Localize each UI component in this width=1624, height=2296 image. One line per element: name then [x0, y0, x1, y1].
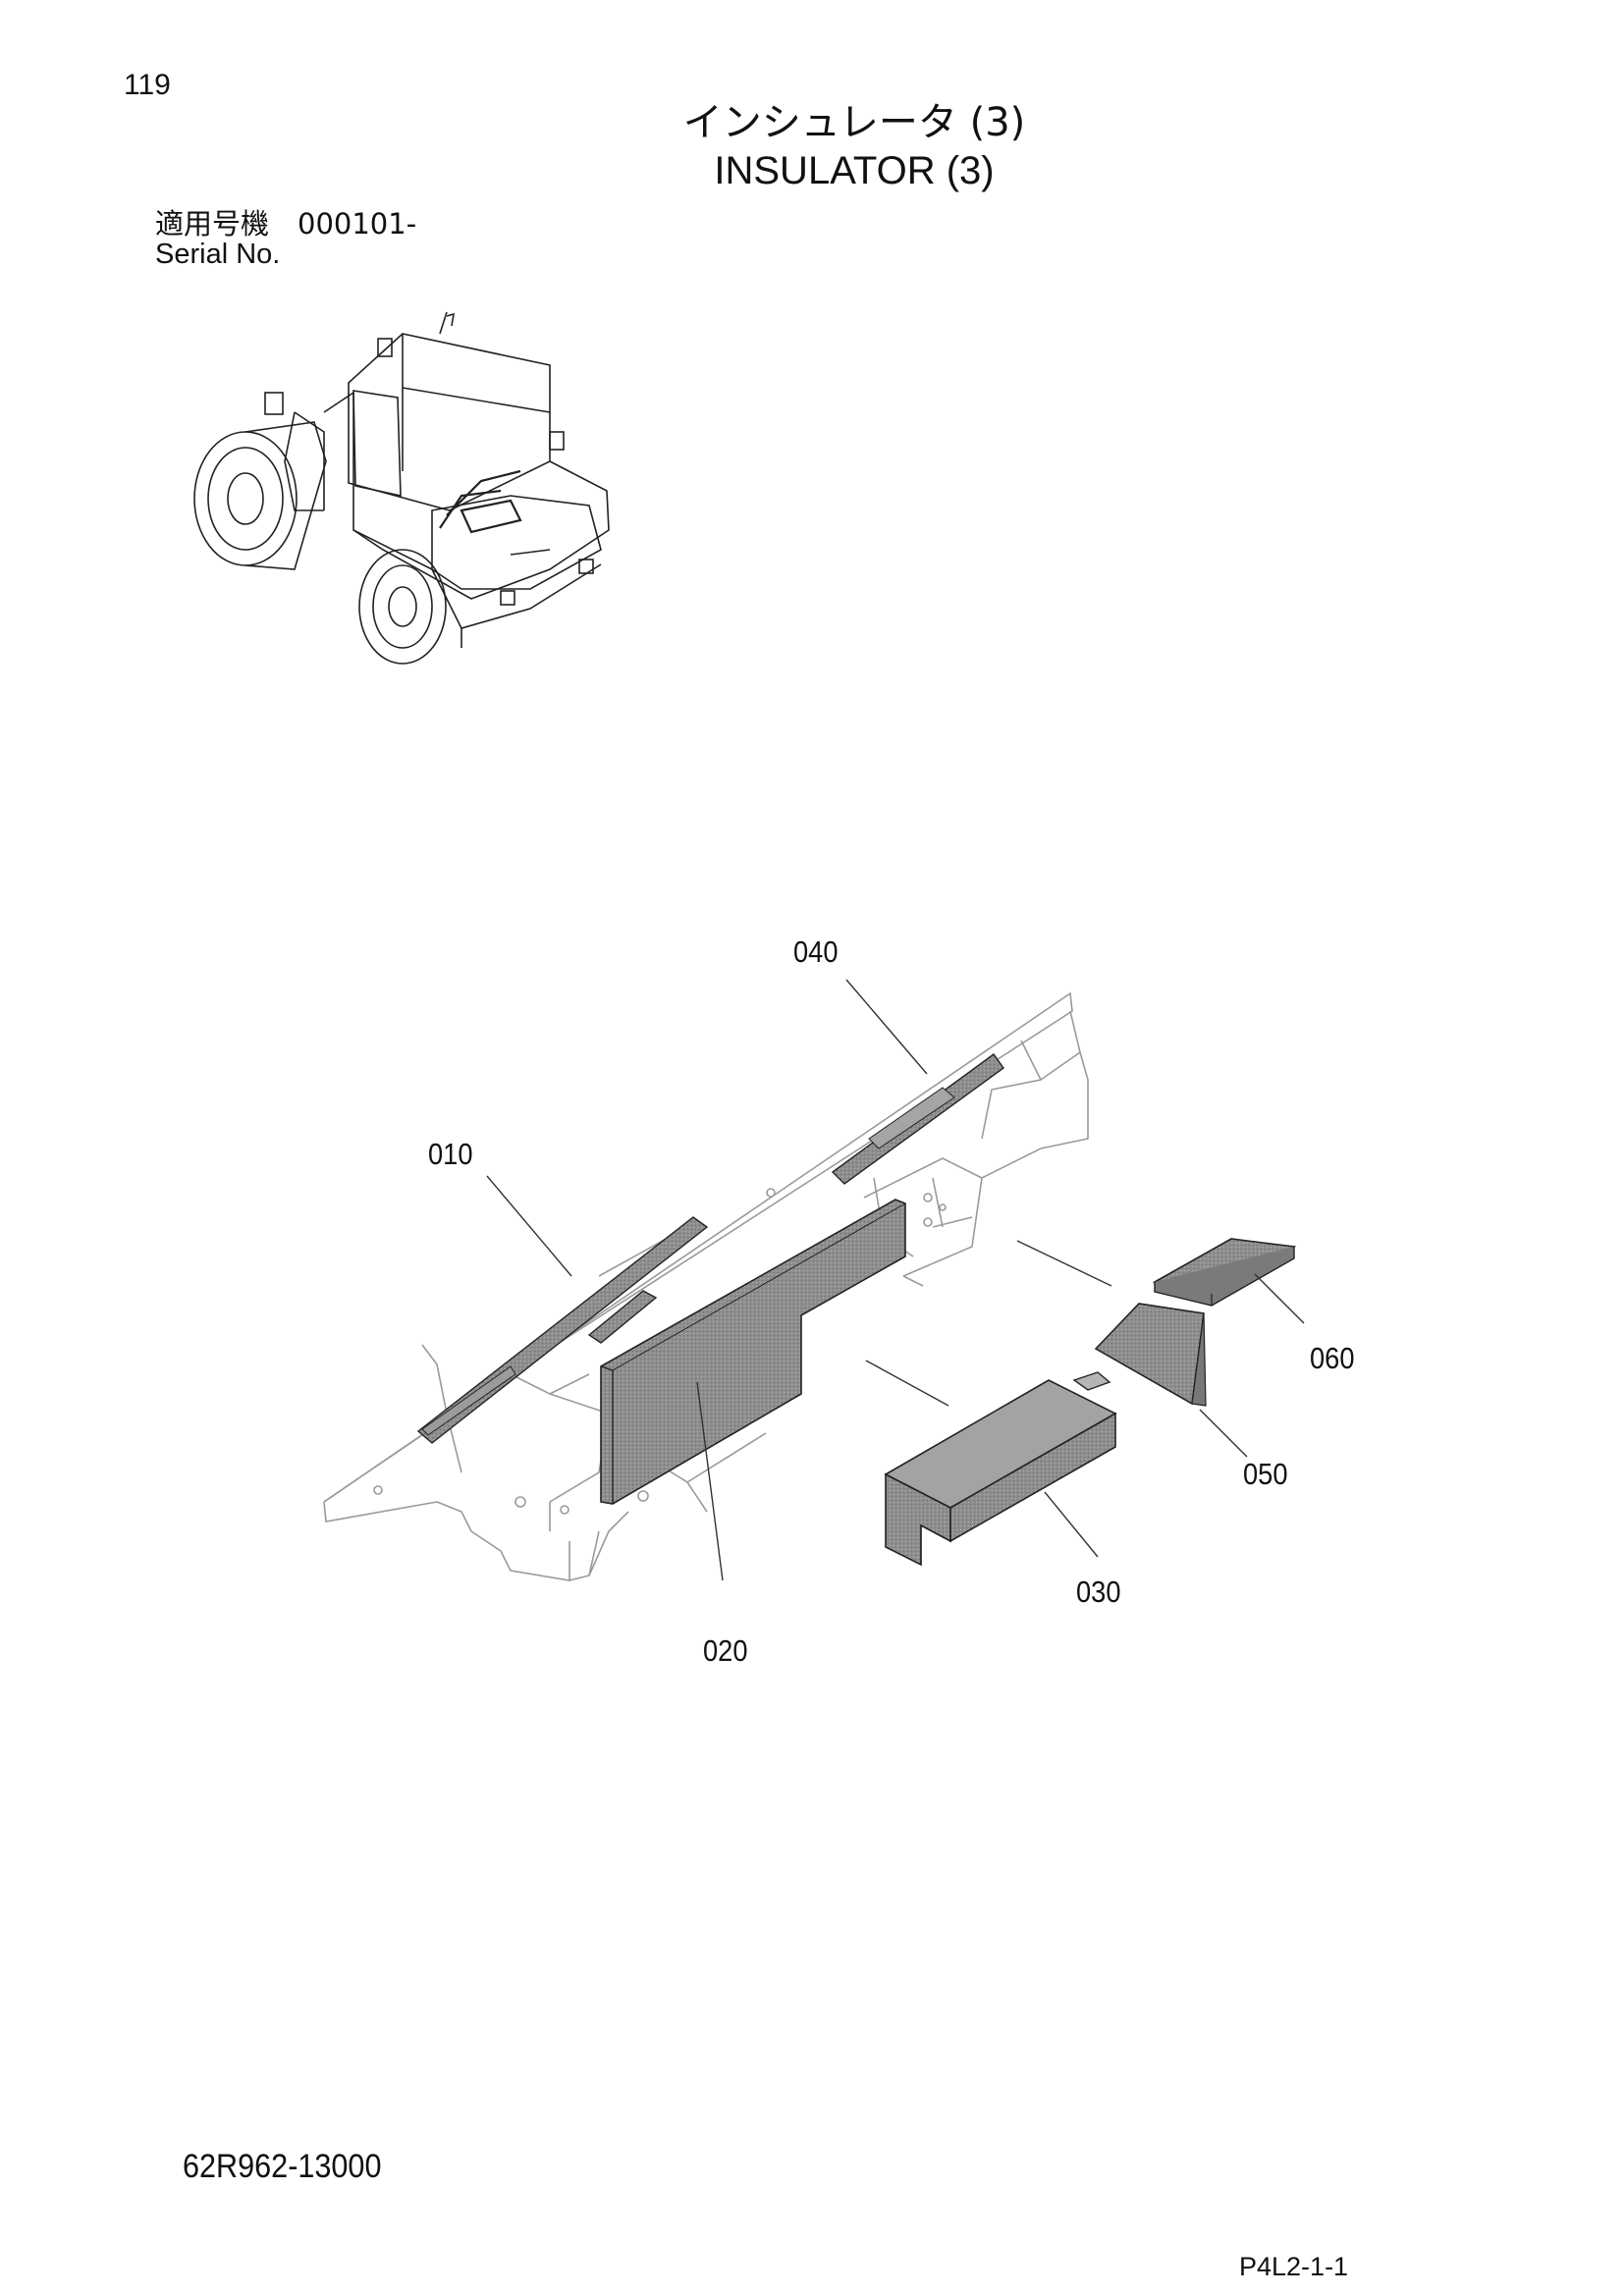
serial-label-japanese: 適用号機 000101-	[155, 207, 417, 240]
part-040-insulator-strip	[831, 1053, 1004, 1185]
part-number: 62R962-13000	[183, 2148, 382, 2185]
part-010-insulator-strip	[416, 1216, 709, 1444]
part-020-insulator-panel	[600, 1199, 906, 1505]
callout-040: 040	[793, 934, 839, 969]
callout-060: 060	[1310, 1341, 1355, 1375]
part-060-insulator-pad	[1152, 1238, 1297, 1307]
callout-030: 030	[1076, 1575, 1121, 1609]
title-english: INSULATOR (3)	[714, 149, 995, 192]
callout-020: 020	[703, 1633, 748, 1668]
part-030-insulator-block	[884, 1371, 1117, 1567]
callout-010: 010	[428, 1137, 473, 1171]
callout-050: 050	[1243, 1457, 1288, 1491]
leader-lines	[486, 979, 1305, 1581]
title-japanese: インシュレータ (3)	[682, 100, 1026, 145]
serial-label-english: Serial No.	[155, 239, 281, 270]
part-050-insulator-wedge	[1094, 1303, 1207, 1407]
page-code: P4L2-1-1	[1239, 2252, 1349, 2281]
page-number: 119	[124, 69, 171, 101]
machine-overview-illustration	[193, 311, 610, 665]
